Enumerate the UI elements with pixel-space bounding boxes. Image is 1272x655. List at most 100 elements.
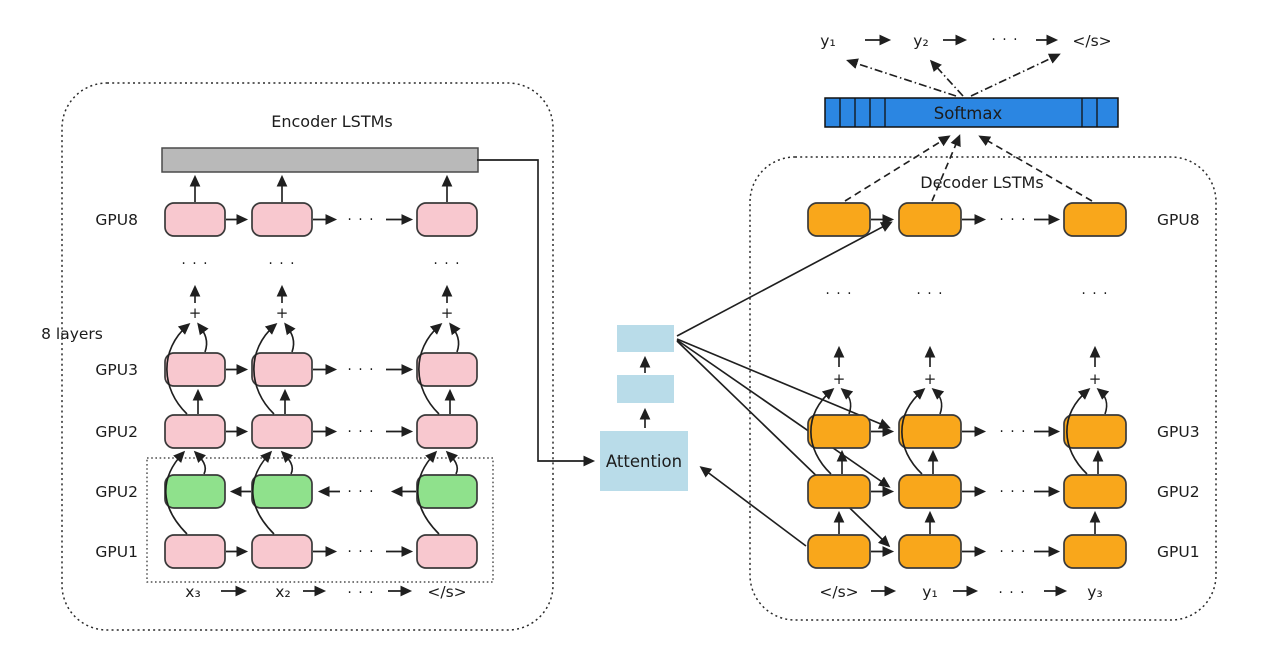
input-token: x₃ <box>185 583 200 601</box>
lstm-cell <box>807 414 871 449</box>
decoder-gpu3-label: GPU3 <box>1157 423 1200 441</box>
encoder-title: Encoder LSTMs <box>271 112 392 131</box>
encoder-gpu8-cells <box>164 202 478 237</box>
softmax-to-output-arrows <box>846 53 1061 97</box>
attention-box <box>600 431 688 491</box>
output-tokens: y₁ y₂ · · · </s> <box>820 32 1111 50</box>
lstm-cell <box>164 414 226 449</box>
softmax-label: Softmax <box>934 104 1003 123</box>
decoder-gpu3-cells <box>807 414 1127 449</box>
svg-text:· · ·: · · · <box>999 484 1026 500</box>
lstm-cell <box>807 474 871 509</box>
svg-text:· · ·: · · · <box>347 585 374 601</box>
svg-text:· · ·: · · · <box>181 256 208 272</box>
decoder-gpu2-cells <box>807 474 1127 509</box>
decoder-arrows <box>810 214 1110 597</box>
decoder-block: Decoder LSTMs GPU8 GPU3 GPU2 GPU1 <box>749 156 1217 621</box>
encoder-gpu1-label: GPU1 <box>95 543 138 561</box>
lstm-cell <box>416 352 478 387</box>
svg-text:· · ·: · · · <box>268 256 295 272</box>
svg-text:· · ·: · · · <box>998 585 1025 601</box>
plus-sign: + <box>276 304 289 322</box>
bidirectional-layer-boundary <box>146 457 494 583</box>
lstm-cell <box>1063 202 1127 237</box>
attention-top-box <box>617 325 674 352</box>
encoder-gpu3-cells <box>164 352 478 387</box>
encoder-arrows <box>164 159 596 597</box>
plus-sign: + <box>441 304 454 322</box>
svg-text:· · ·: · · · <box>347 424 374 440</box>
lstm-cell <box>251 534 313 569</box>
decoder-dots: · · · · · · · · · · · · · · · · · · · · … <box>825 212 1108 601</box>
lstm-cell <box>898 534 962 569</box>
output-token: </s> <box>1072 32 1111 50</box>
lstm-cell <box>164 202 226 237</box>
lstm-cell <box>416 534 478 569</box>
decoder-gpu2-label: GPU2 <box>1157 483 1200 501</box>
lstm-cell <box>416 202 478 237</box>
encoder-dots: · · · · · · · · · · · · · · · · · · · · … <box>181 212 459 601</box>
svg-text:· · ·: · · · <box>347 544 374 560</box>
output-token: y₂ <box>913 32 928 50</box>
decoder-gpu8-label: GPU8 <box>1157 211 1200 229</box>
decoder-gpu1-cells <box>807 534 1127 569</box>
lstm-cell <box>898 202 962 237</box>
lstm-cell <box>416 414 478 449</box>
decoder-residual-plus: + + + <box>833 370 1102 388</box>
encoder-gpu3-label: GPU3 <box>95 361 138 379</box>
attention-label: Attention <box>606 452 682 471</box>
input-token: y₃ <box>1087 583 1102 601</box>
backward-lstm-cell <box>164 474 226 509</box>
lstm-cell <box>251 352 313 387</box>
input-token: </s> <box>819 583 858 601</box>
svg-text:· · ·: · · · <box>916 286 943 302</box>
lstm-cell <box>164 534 226 569</box>
svg-text:· · ·: · · · <box>347 212 374 228</box>
plus-sign: + <box>189 304 202 322</box>
plus-sign: + <box>924 370 937 388</box>
svg-text:· · ·: · · · <box>999 212 1026 228</box>
svg-text:· · ·: · · · <box>347 362 374 378</box>
backward-lstm-cell <box>416 474 478 509</box>
encoder-gpu2-label: GPU2 <box>95 423 138 441</box>
softmax-partitions <box>839 98 1098 127</box>
output-token: y₁ <box>820 32 835 50</box>
decoder-gpu8-cells <box>807 202 1127 237</box>
input-token: x₂ <box>275 583 290 601</box>
encoder-residual-plus: + + + <box>189 304 454 322</box>
encoder-gpu1-cells <box>164 534 478 569</box>
softmax-bar <box>824 97 1119 128</box>
plus-sign: + <box>1089 370 1102 388</box>
lstm-cell <box>1063 474 1127 509</box>
input-token: </s> <box>427 583 466 601</box>
attention-module: Attention <box>600 221 893 548</box>
input-token: y₁ <box>922 583 937 601</box>
decoder-input-tokens: </s> y₁ y₃ <box>819 583 1102 601</box>
decoder-title: Decoder LSTMs <box>920 173 1043 192</box>
svg-text:· · ·: · · · <box>999 424 1026 440</box>
lstm-cell <box>1063 414 1127 449</box>
svg-text:· · ·: · · · <box>1081 286 1108 302</box>
lstm-cell <box>898 474 962 509</box>
plus-sign: + <box>833 370 846 388</box>
lstm-cell <box>164 352 226 387</box>
decoder-to-softmax-arrows <box>844 134 1093 202</box>
svg-text:· · ·: · · · <box>347 484 374 500</box>
svg-text:· · ·: · · · <box>999 544 1026 560</box>
attention-mid-box <box>617 375 674 403</box>
encoder-gpu2b-label: GPU2 <box>95 483 138 501</box>
lstm-cell <box>807 202 871 237</box>
lstm-cell <box>251 414 313 449</box>
encoder-input-tokens: x₃ x₂ </s> <box>185 583 466 601</box>
lstm-cell <box>251 202 313 237</box>
softmax-block: Softmax y₁ y₂ · · · </s> <box>820 32 1119 202</box>
encoder-block: Encoder LSTMs 8 layers GPU8 GPU3 GPU2 GP… <box>41 82 596 631</box>
encoder-output-bar <box>161 147 479 173</box>
svg-text:· · ·: · · · <box>991 32 1018 48</box>
encoder-layers-label: 8 layers <box>41 325 103 343</box>
lstm-cell <box>1063 534 1127 569</box>
svg-text:· · ·: · · · <box>825 286 852 302</box>
attention-arrows <box>639 221 893 548</box>
decoder-boundary <box>749 156 1217 621</box>
